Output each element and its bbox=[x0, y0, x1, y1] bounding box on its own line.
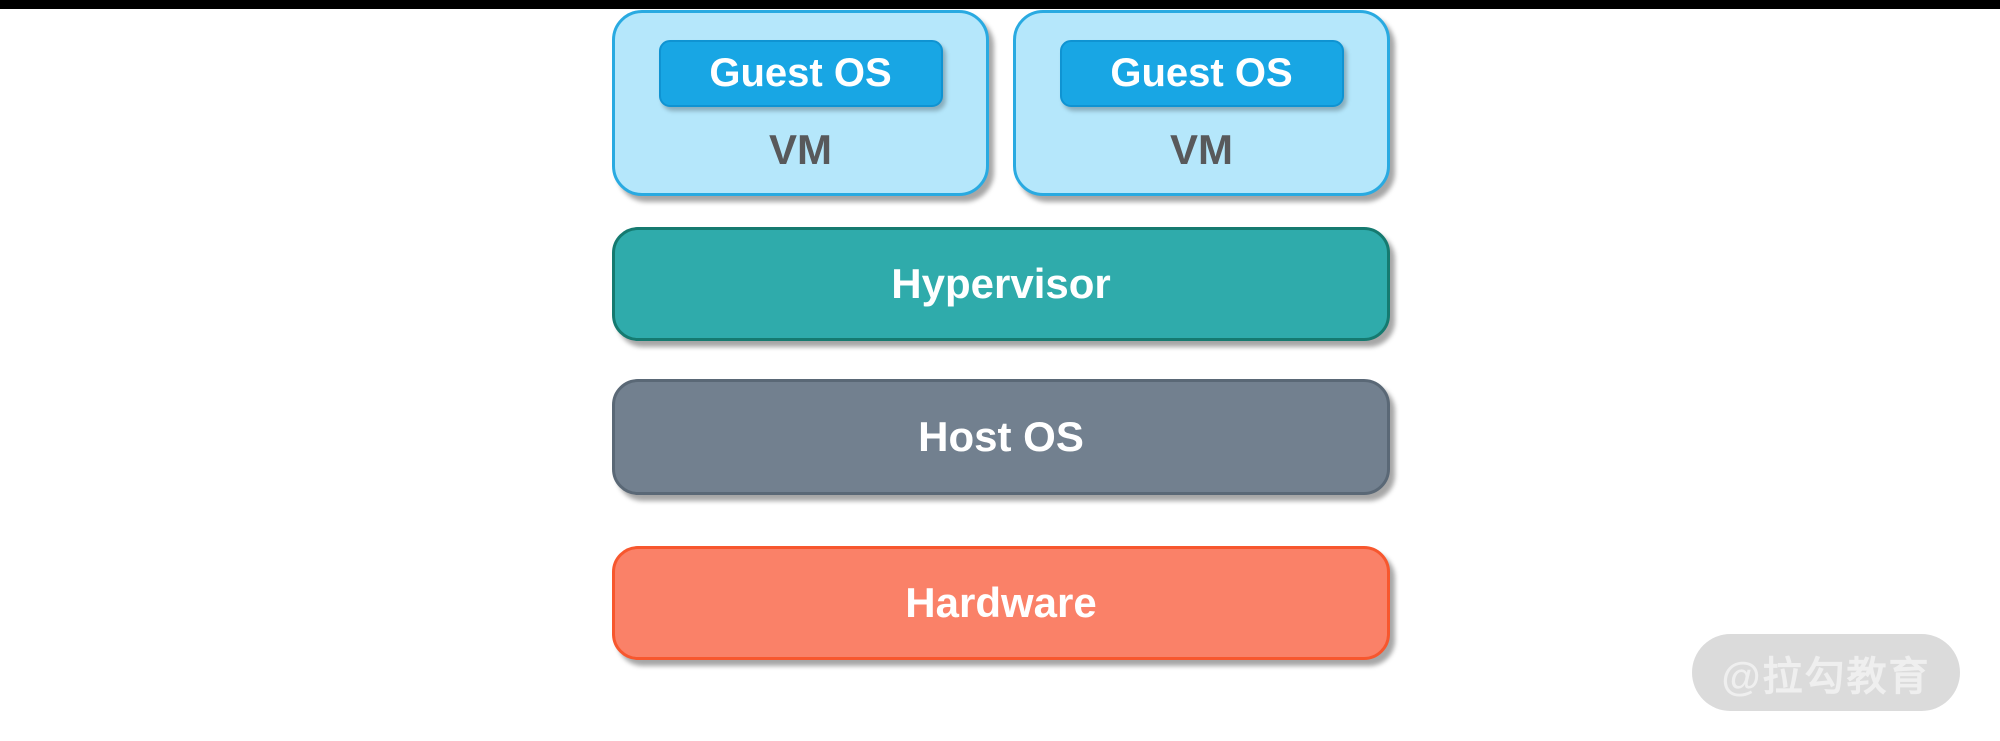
hardware-layer: Hardware bbox=[612, 546, 1390, 660]
hypervisor-label: Hypervisor bbox=[891, 260, 1111, 307]
watermark-badge: @拉勾教育 bbox=[1692, 634, 1960, 711]
guest-os-label: Guest OS bbox=[1110, 51, 1293, 95]
guest-os-box-2: Guest OS bbox=[1059, 40, 1344, 107]
hypervisor-layer: Hypervisor bbox=[612, 227, 1390, 341]
guest-os-box-1: Guest OS bbox=[658, 40, 943, 107]
guest-os-label: Guest OS bbox=[709, 51, 892, 95]
vm-box-1: Guest OS VM bbox=[612, 10, 989, 196]
top-border-bar bbox=[0, 0, 2000, 9]
vm-box-2: Guest OS VM bbox=[1013, 10, 1390, 196]
vm-label: VM bbox=[769, 126, 832, 173]
watermark-text: @拉勾教育 bbox=[1721, 654, 1931, 699]
hardware-label: Hardware bbox=[905, 579, 1097, 626]
host-os-label: Host OS bbox=[918, 413, 1084, 460]
vm-label: VM bbox=[1170, 126, 1233, 173]
host-os-layer: Host OS bbox=[612, 379, 1390, 495]
